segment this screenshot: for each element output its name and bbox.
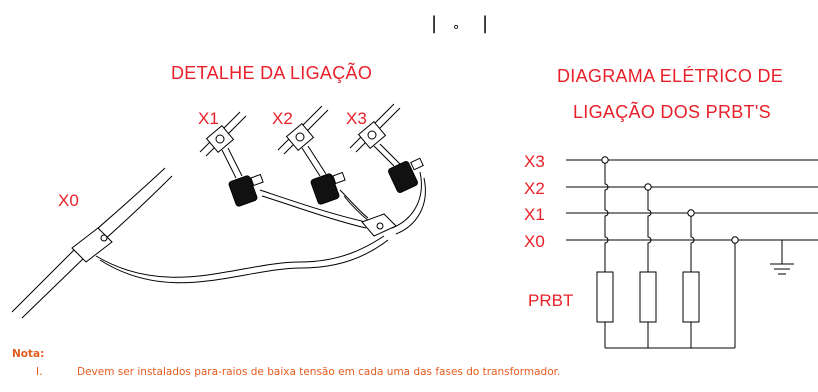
- clamp-x1: [205, 124, 235, 154]
- arrester-x2: [310, 173, 340, 205]
- detail-title: DETALHE DA LIGAÇÃO: [171, 63, 373, 83]
- diagram-label-prbt: PRBT: [528, 291, 573, 310]
- label-x1: X1: [198, 109, 219, 128]
- prbt-x2: [639, 271, 657, 323]
- splice-connector: [361, 213, 397, 237]
- ground-wire: [95, 235, 385, 278]
- diagram-label-x0: X0: [524, 232, 545, 251]
- label-x2: X2: [272, 109, 293, 128]
- diagram-label-x1: X1: [524, 205, 545, 224]
- diagram-title-line2: LIGAÇÃO DOS PRBT'S: [573, 102, 771, 122]
- prbt-x3: [596, 271, 614, 323]
- header-bar-right: |: [482, 13, 488, 34]
- note-item-text: Devem ser instalados para-raios de baixa…: [77, 366, 561, 378]
- clamp-x2: [285, 122, 315, 152]
- diagram-label-x2: X2: [524, 179, 545, 198]
- detail-drawing: [11, 103, 426, 319]
- electric-diagram: [566, 156, 818, 349]
- clamp-x3: [357, 120, 387, 150]
- diagram-label-x3: X3: [524, 152, 545, 171]
- arrester-x3: [388, 161, 418, 193]
- diagram-title-line1: DIAGRAMA ELÉTRICO DE: [557, 66, 784, 86]
- arrester-x1: [228, 175, 258, 207]
- header-bar-left: |: [431, 13, 437, 34]
- prbt-x1: [682, 271, 700, 323]
- neutral-connector: [71, 227, 113, 263]
- label-x0: X0: [58, 191, 79, 210]
- header-circle: ∘: [452, 20, 460, 35]
- note-title: Nota:: [12, 348, 45, 360]
- note-item-index: I.: [36, 366, 43, 378]
- label-x3: X3: [346, 109, 367, 128]
